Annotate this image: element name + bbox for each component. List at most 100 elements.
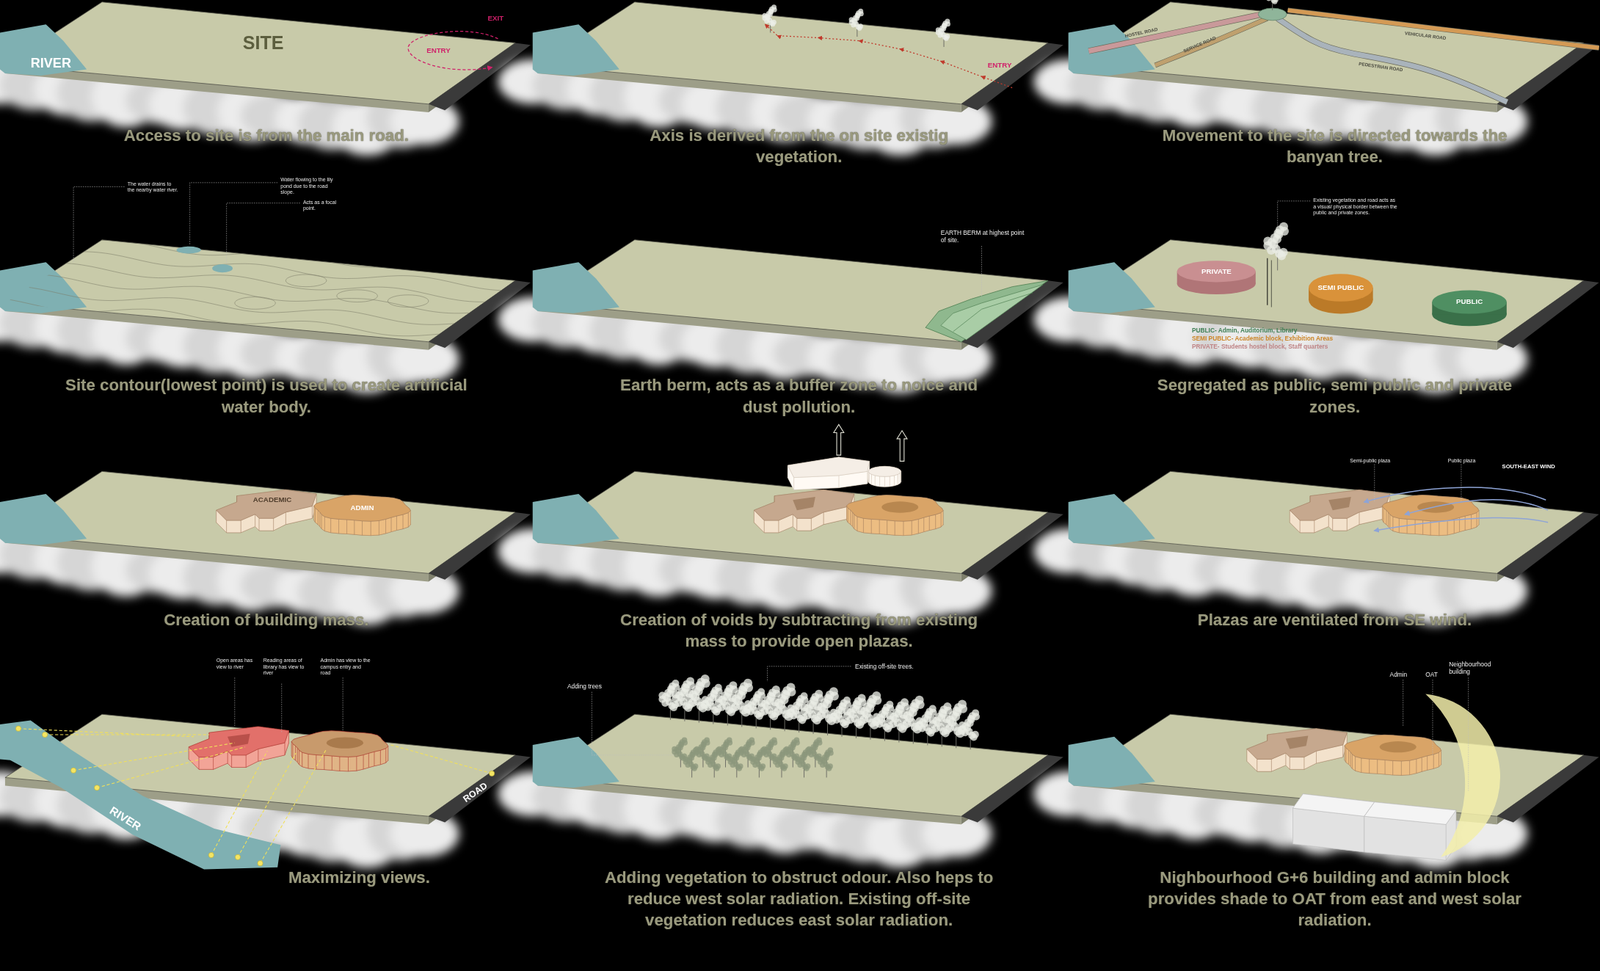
mass-wall [1416,757,1422,774]
node-label: PUBLIC [1456,297,1483,307]
leader-line [1460,464,1462,503]
mass-roof [1246,728,1347,760]
mass-wall [1369,758,1378,774]
panel [1033,464,1599,626]
earth-berm [925,280,1049,342]
river [0,262,87,314]
tree-foliage [681,739,688,746]
wind-arrow [1404,499,1548,515]
view-line [96,747,246,789]
tree-foliage [1274,249,1284,259]
view-line [18,728,194,737]
access-label: EXIT [488,13,505,22]
tree-foliage [747,707,755,715]
contour-line [0,285,531,328]
plaza-void [1285,735,1309,749]
mass-wall [362,521,372,536]
tree-foliage [741,752,748,759]
tree-foliage [717,703,726,712]
tree-foliage [945,21,951,27]
site-label: SITE [222,32,304,54]
tree-foliage [932,724,941,733]
mass-wall [1386,510,1389,527]
tree-foliage [780,695,789,704]
plaza-void [1379,741,1417,753]
plaza-void [1328,496,1352,511]
zone-border [1266,258,1268,306]
contour-line [0,262,531,302]
leader-line [342,677,344,731]
mass-roof [188,726,289,758]
zone-cylinder: SEMI PUBLIC [1307,273,1374,315]
mass-wall [1438,750,1441,767]
mass-wall [846,505,849,523]
panel [0,2,531,156]
tree-foliage [767,11,773,17]
berm-contour [953,292,1033,332]
academic-mass [1246,728,1347,772]
mass-wall [308,753,317,770]
site-slab [1073,471,1584,574]
tree-foliage [731,702,740,712]
leader-line [1431,679,1433,756]
tree-foliage [677,744,684,751]
tree-foliage [673,752,680,759]
mass-wall [852,512,855,530]
leader-line [281,684,282,734]
tree-foliage [850,22,856,28]
tree-foliage [755,755,762,762]
tree-foliage [819,761,826,768]
mass-wall [297,747,299,765]
node-label: SEMI PUBLIC [1318,284,1365,293]
mass-wall [331,755,340,771]
mass-wall [299,750,303,767]
academic-mass [188,726,289,770]
step-caption: Movement to the site is directed towards… [1161,124,1509,168]
view-point [15,725,21,732]
axis-path [765,24,1013,88]
mass-wall [850,510,853,527]
view-point [93,785,100,791]
view-line [237,753,296,858]
tree-foliage [789,744,796,751]
tree-foliage [951,711,960,721]
callout-note: OAT [1425,671,1438,679]
contour-line [0,235,531,279]
mass-wall [911,518,919,536]
tree-foliage [945,723,955,733]
tree-foliage [1272,234,1282,244]
tree-foliage [827,750,834,756]
tree-foliage [872,695,882,705]
mass-wall [854,514,858,531]
step-caption: Creation of voids by subtracting from ex… [609,609,988,652]
mass-wall [874,475,880,487]
step-caption: Plazas are ventilated from SE wind. [1120,609,1550,631]
river [1068,493,1156,546]
site-slab [537,2,1049,105]
tree-foliage [839,719,847,727]
mass-wall [940,510,944,528]
lift-arrow [896,430,908,462]
callout-note: Acts as a focal point. [303,198,346,212]
mass-roof [1344,734,1442,762]
tree-foliage [966,720,974,728]
road [1497,755,1600,823]
tree-foliage [958,704,968,714]
mass-wall [339,756,349,772]
mass-wall [1361,758,1370,774]
tree-foliage [688,755,695,762]
tree-foliage [794,739,800,746]
mass-wall [1355,756,1362,773]
callout-note: Existing vegetation and road acts as a v… [1313,196,1399,216]
mass-wall [1464,514,1471,530]
access-label: ENTRY [987,60,1013,69]
site-slab [5,2,516,105]
mass-wall [1447,518,1454,536]
mass-wall [363,753,369,770]
mass-wall [348,756,357,772]
mass-wall [893,474,898,486]
tree-foliage [797,714,805,723]
tree-foliage [764,752,770,759]
mass-wall [259,518,274,531]
mass-wall [408,510,411,528]
